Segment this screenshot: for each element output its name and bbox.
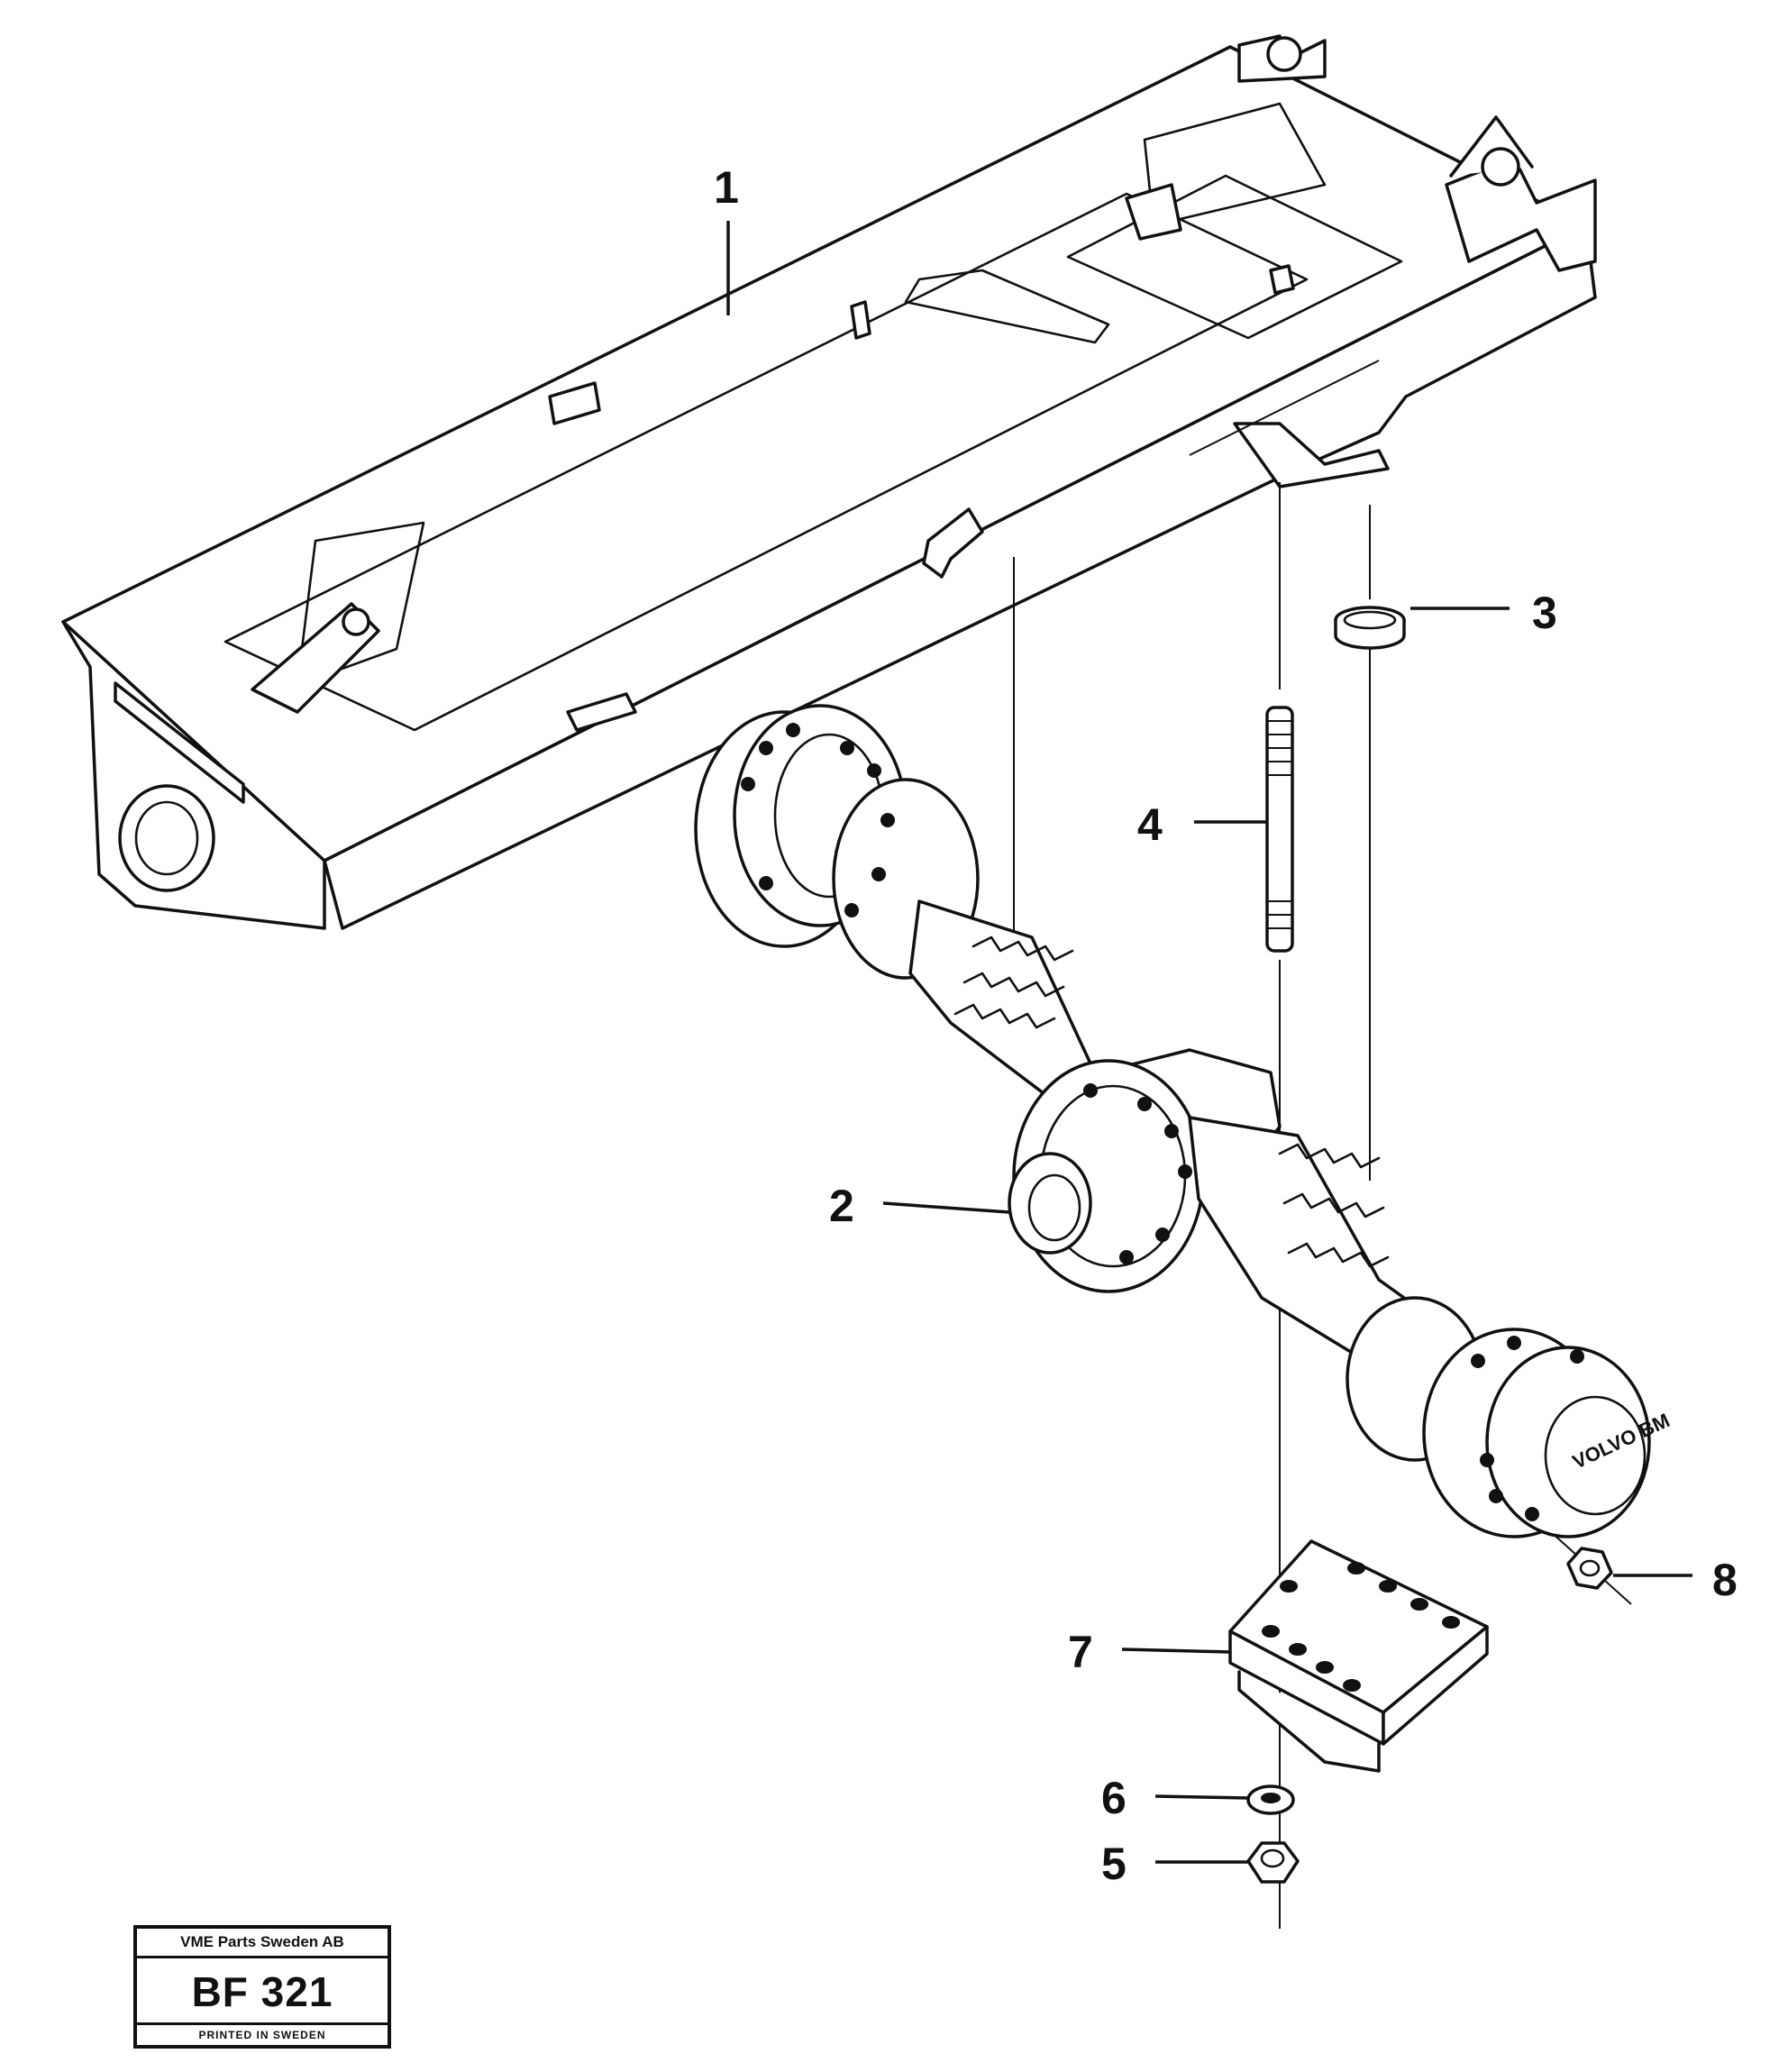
callout-2: 2 bbox=[829, 1181, 854, 1231]
callout-7: 7 bbox=[1068, 1627, 1093, 1677]
rear-frame bbox=[61, 34, 1597, 940]
callout-leaders bbox=[726, 221, 1692, 1864]
callout-4: 4 bbox=[1137, 799, 1163, 850]
stamp-printed-in: PRINTED IN SWEDEN bbox=[137, 2022, 388, 2045]
nut bbox=[1246, 1841, 1300, 1884]
stamp-drawing-code: BF 321 bbox=[191, 1968, 333, 2015]
callout-6: 6 bbox=[1101, 1773, 1127, 1823]
callout-8: 8 bbox=[1712, 1555, 1738, 1605]
callout-1: 1 bbox=[714, 162, 739, 213]
callout-3: 3 bbox=[1532, 588, 1557, 638]
drawing-stamp: VME Parts Sweden AB BF 321 PRINTED IN SW… bbox=[133, 1925, 391, 2049]
callout-5: 5 bbox=[1101, 1839, 1127, 1889]
bushing bbox=[1334, 606, 1406, 650]
assembly-lines bbox=[1013, 482, 1632, 1929]
threaded-stud bbox=[1265, 706, 1294, 953]
wheel-nut bbox=[1566, 1547, 1613, 1590]
stamp-company: VME Parts Sweden AB bbox=[137, 1929, 388, 1958]
rear-axle: VOLVO BM bbox=[694, 704, 1673, 1538]
spring-plate bbox=[1228, 1539, 1489, 1773]
washer bbox=[1246, 1784, 1295, 1815]
